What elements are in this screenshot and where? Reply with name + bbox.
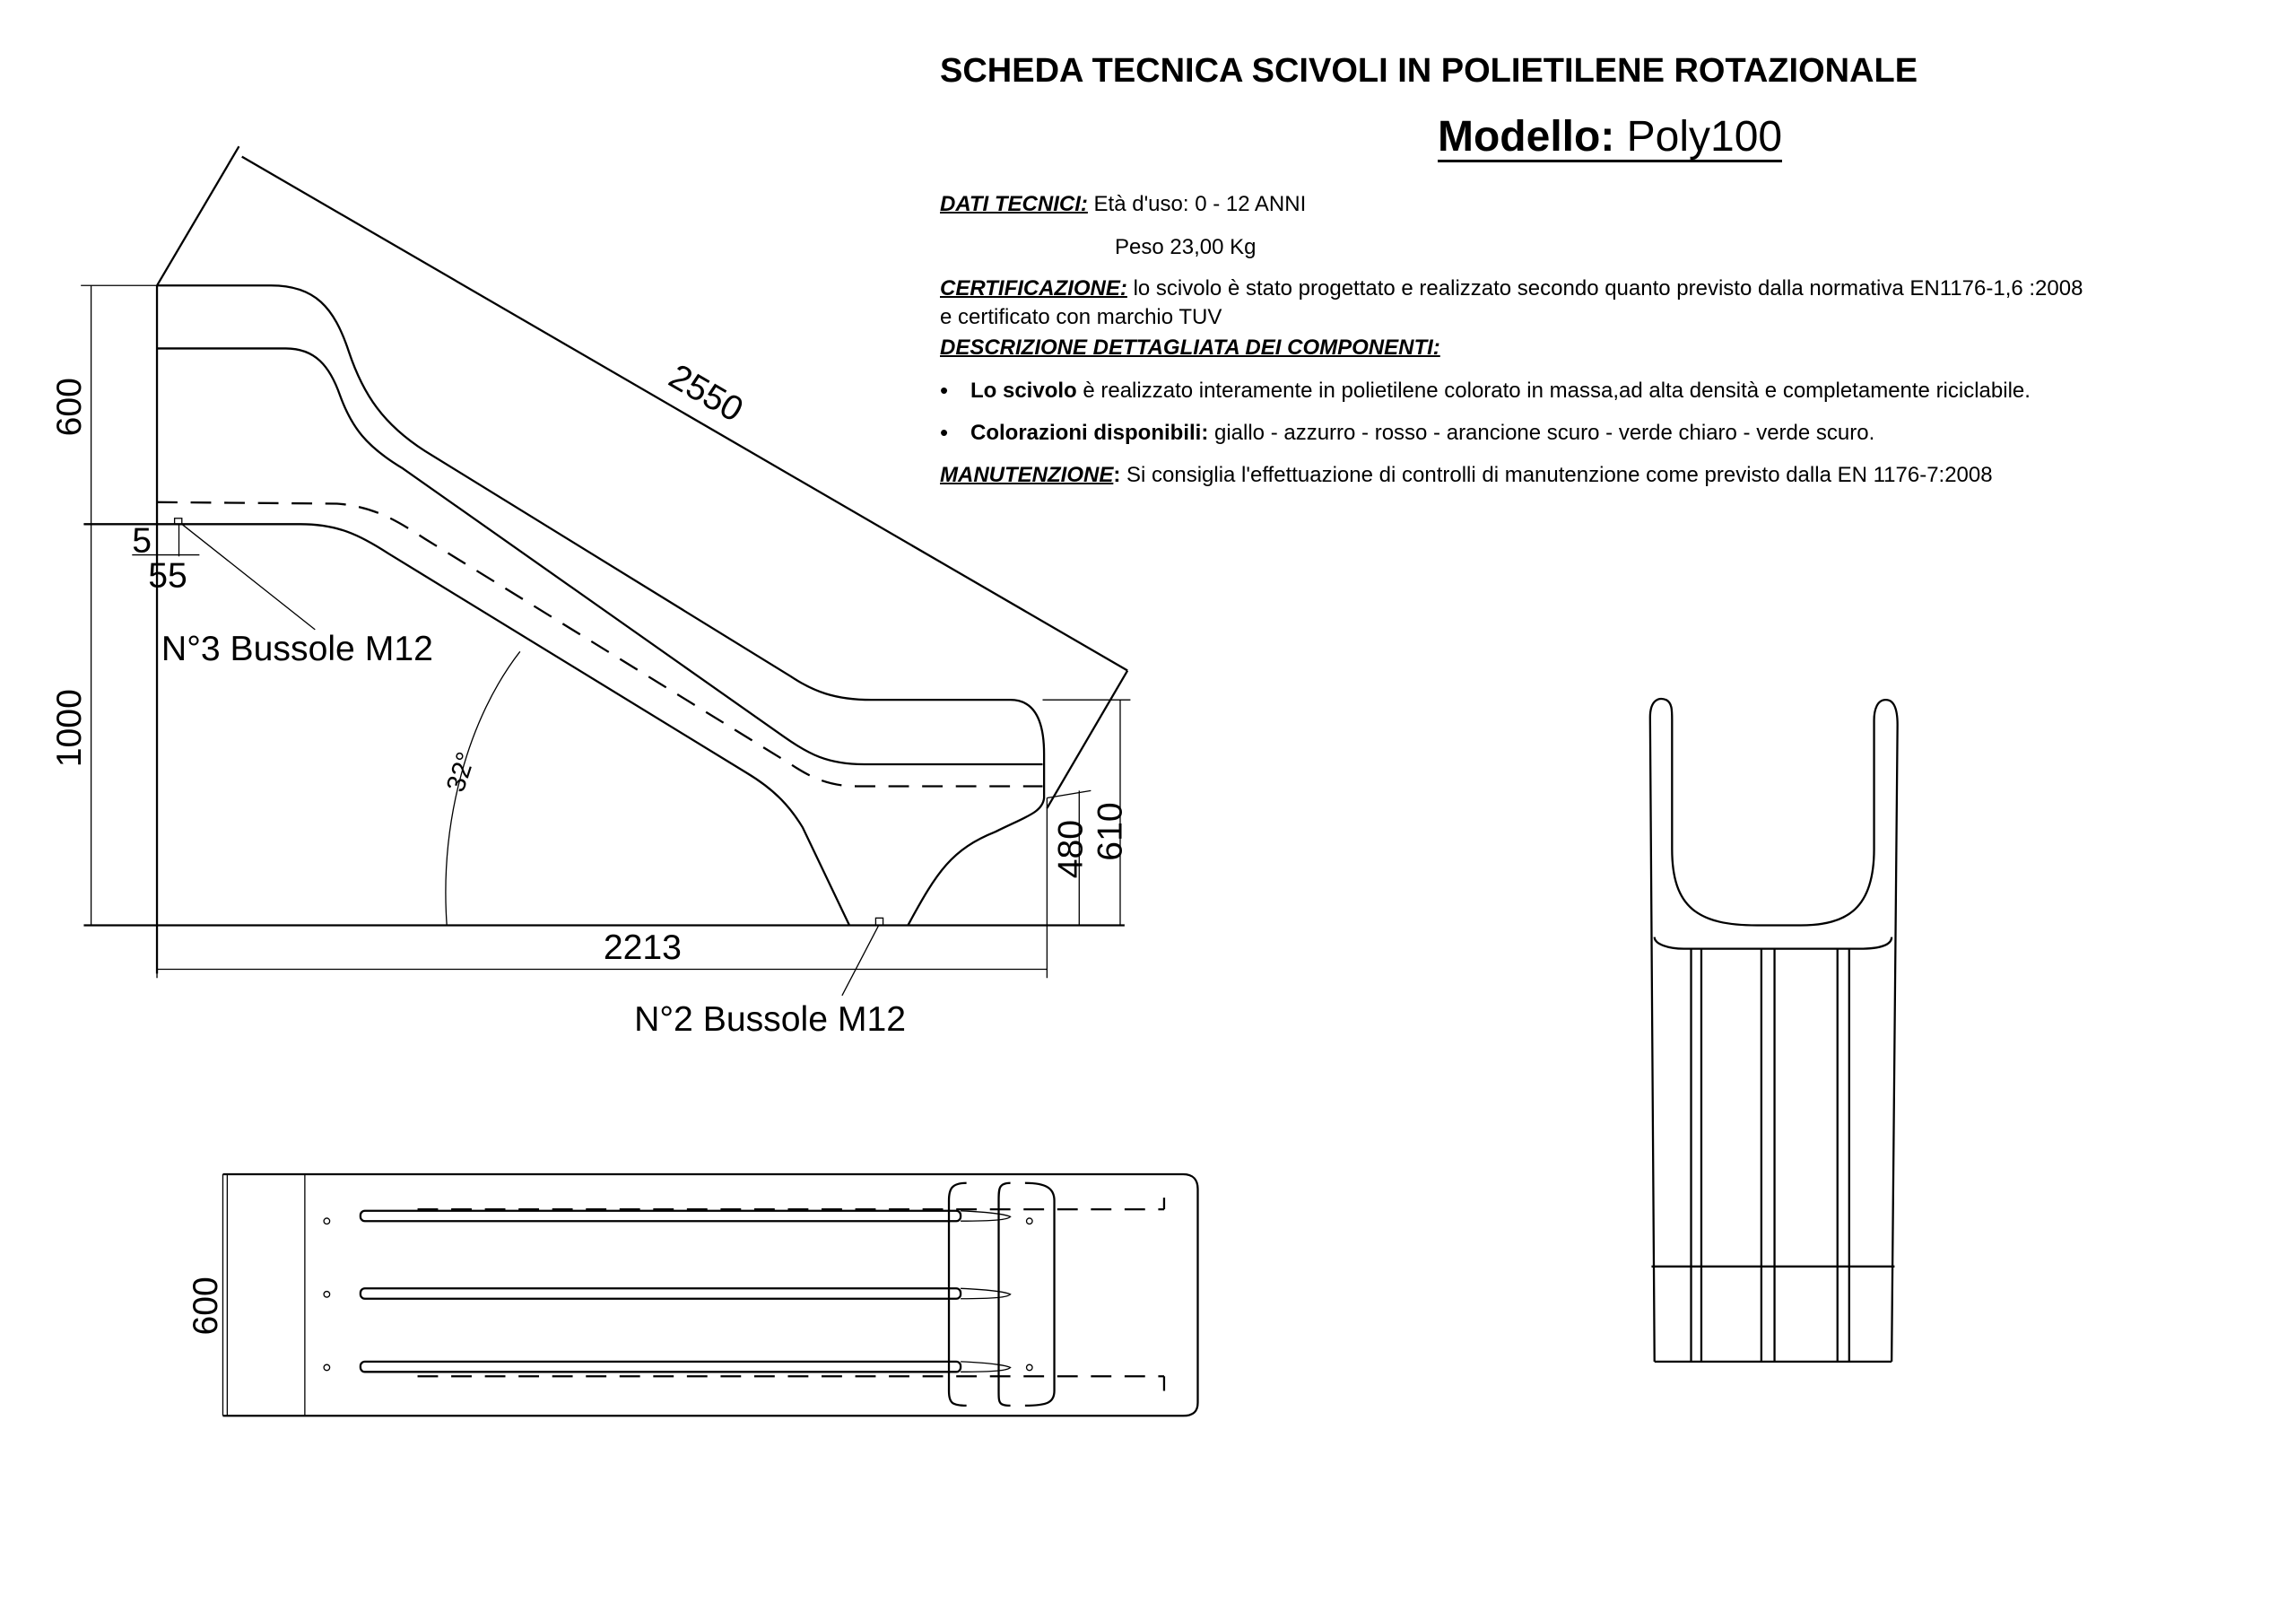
dim-480: 480 xyxy=(1052,820,1091,878)
peso-value: Peso 23,00 Kg xyxy=(1115,235,1257,259)
manutenzione-colon: : xyxy=(1113,463,1121,487)
bullet-text: giallo - azzurro - rosso - arancione scu… xyxy=(1208,421,1875,445)
dim-610: 610 xyxy=(1091,802,1130,860)
plan-view: 600 xyxy=(187,1172,1199,1417)
dim-2550: 2550 xyxy=(663,357,750,430)
certificazione-text: lo scivolo è stato progettato e realizza… xyxy=(1133,276,2083,301)
bullet-text: è realizzato interamente in polietilene … xyxy=(1076,379,2031,403)
bullet-item: Lo scivolo è realizzato interamente in p… xyxy=(940,377,2031,405)
dim-1000: 1000 xyxy=(50,689,89,767)
dim-55: 55 xyxy=(148,556,187,595)
angle-32: 32° xyxy=(440,748,481,795)
dim-5: 5 xyxy=(132,521,152,560)
callout-top: N°3 Bussole M12 xyxy=(161,630,433,668)
eta-value: Età d'uso: 0 - 12 ANNI xyxy=(1093,192,1307,216)
certificazione-text-2: e certificato con marchio TUV xyxy=(940,305,1222,329)
bullet-item: Colorazioni disponibili: giallo - azzurr… xyxy=(940,419,1875,447)
dim-600: 600 xyxy=(50,378,89,436)
model-heading: Modello: Poly100 xyxy=(1438,113,1783,163)
side-view: 2550 600 1000 5 55 2213 480 610 32° N°3 … xyxy=(50,145,1131,1039)
model-value: Poly100 xyxy=(1626,113,1783,161)
certificazione-row: CERTIFICAZIONE: lo scivolo è stato proge… xyxy=(940,276,2083,301)
bullet-bold: Colorazioni disponibili: xyxy=(970,421,1209,445)
descrizione-heading: DESCRIZIONE DETTAGLIATA DEI COMPONENTI: xyxy=(940,335,1440,361)
page-title: SCHEDA TECNICA SCIVOLI IN POLIETILENE RO… xyxy=(940,52,1918,90)
model-label: Modello: xyxy=(1438,113,1615,161)
descrizione-label: DESCRIZIONE DETTAGLIATA DEI COMPONENTI: xyxy=(940,335,1440,360)
dati-tecnici-row: DATI TECNICI: Età d'uso: 0 - 12 ANNI xyxy=(940,192,1306,217)
certificazione-label: CERTIFICAZIONE: xyxy=(940,276,1127,301)
manutenzione-label: MANUTENZIONE xyxy=(940,463,1114,487)
front-view xyxy=(1648,697,1899,1364)
manutenzione-text: Si consiglia l'effettuazione di controll… xyxy=(1120,463,1993,487)
dati-tecnici-label: DATI TECNICI: xyxy=(940,192,1088,216)
bullet-bold: Lo scivolo xyxy=(970,379,1077,403)
manutenzione-row: MANUTENZIONE: Si consiglia l'effettuazio… xyxy=(940,463,1993,488)
callout-bottom: N°2 Bussole M12 xyxy=(634,1000,906,1039)
dim-2213: 2213 xyxy=(604,928,682,967)
plan-dim-600: 600 xyxy=(187,1277,225,1335)
